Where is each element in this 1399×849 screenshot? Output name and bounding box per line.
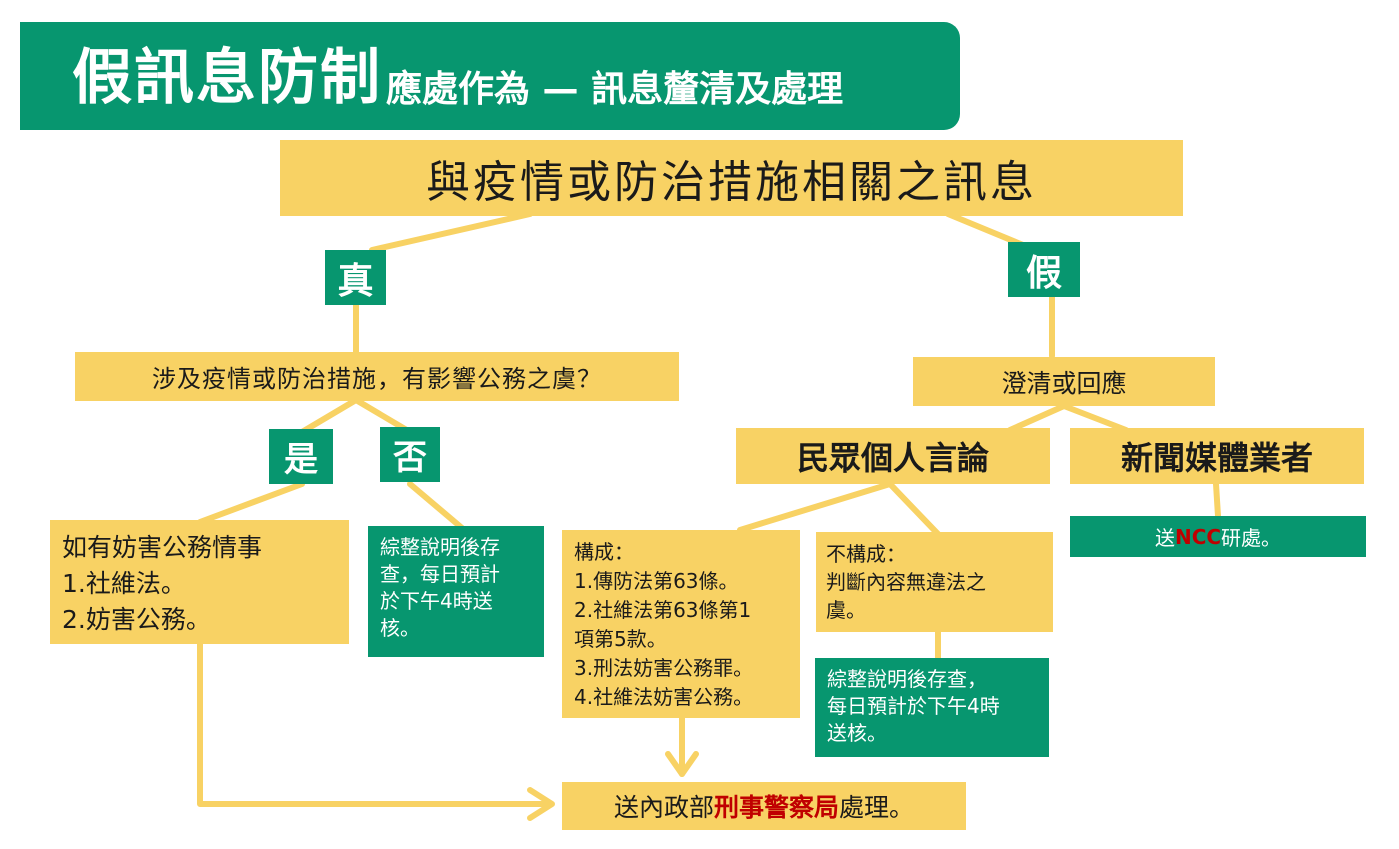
connector-top-to-true — [369, 211, 533, 253]
no-action-box: 綜整說明後存 查，每日預計 於下午4時送 核。 — [368, 526, 544, 657]
clarify-box: 澄清或回應 — [913, 357, 1215, 406]
ncc-action-emphasis: NCC — [1174, 524, 1222, 549]
final-suffix: 處理。 — [839, 793, 915, 822]
arrowhead-yes-to-final — [527, 787, 555, 821]
connector-yes-to-box — [197, 481, 305, 525]
connector-clarify-to-public — [1007, 403, 1067, 433]
yes-label: 是 — [269, 429, 333, 484]
final-emphasis: 刑事警察局 — [713, 793, 839, 822]
top-topic-box: 與疫情或防治措施相關之訊息 — [280, 140, 1183, 216]
final-prefix: 送內政部 — [613, 793, 714, 822]
final-action-box: 送內政部刑事警察局處理。 — [562, 782, 966, 830]
no-label: 否 — [380, 427, 440, 482]
ncc-action-suffix: 研處。 — [1221, 526, 1282, 550]
public-speech-box: 民眾個人言論 — [736, 428, 1050, 484]
connector-clarify-to-media — [1061, 403, 1129, 433]
connector-media-to-ncc — [1213, 481, 1221, 519]
title-banner: 假訊息防制 應處作為 — 訊息釐清及處理 — [20, 22, 960, 130]
not-constitutes-action-box: 綜整說明後存查， 每日預計於下午4時 送核。 — [815, 658, 1049, 757]
media-box: 新聞媒體業者 — [1070, 428, 1364, 484]
title-subtitle: 應處作為 — 訊息釐清及處理 — [386, 69, 844, 110]
title-main: 假訊息防制 — [72, 43, 382, 113]
question-box: 涉及疫情或防治措施，有影響公務之虞？ — [75, 352, 679, 401]
ncc-action-prefix: 送 — [1154, 526, 1175, 550]
connector-public-to-not-constitutes — [887, 481, 941, 537]
not-constitutes-box: 不構成： 判斷內容無違法之 虞。 — [816, 532, 1053, 632]
connector-question-to-no — [353, 397, 413, 435]
arrowhead-constitutes-to-final — [665, 751, 699, 777]
constitutes-box: 構成： 1.傳防法第63條。 2.社維法第63條第1 項第5款。 3.刑法妨害公… — [562, 530, 800, 718]
yes-action-box: 如有妨害公務情事 1.社維法。 2.妨害公務。 — [50, 520, 349, 644]
connector-no-to-box — [407, 481, 465, 531]
connector-question-to-yes — [299, 397, 359, 435]
connector-yes-box-to-final — [197, 641, 553, 807]
true-label: 真 — [325, 250, 386, 305]
connector-public-to-constitutes — [737, 481, 893, 533]
false-label: 假 — [1008, 242, 1080, 297]
